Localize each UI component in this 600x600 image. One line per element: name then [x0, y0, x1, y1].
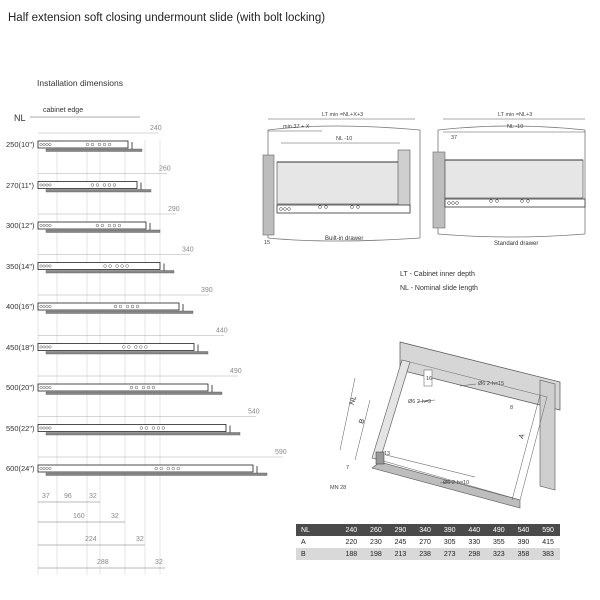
bottom-dimension-label: 37 — [42, 493, 50, 500]
table-cell: 298 — [461, 548, 487, 560]
table-cell: 220 — [339, 536, 364, 548]
slide-length-label: 240 — [150, 125, 162, 132]
slide-size-label: 270(11") — [6, 180, 34, 190]
bottom-dimension-label: 32 — [136, 536, 144, 543]
iso-8-label: 8 — [510, 405, 514, 411]
page-title: Half extension soft closing undermount s… — [8, 12, 326, 24]
bottom-dimension-label: 160 — [73, 513, 85, 520]
standard-top-dim: LT min =NL+3 — [498, 112, 533, 118]
table-cell: B — [296, 548, 339, 560]
slide-size-label: 550(22") — [6, 423, 35, 433]
bottom-dimension-label: 32 — [155, 559, 163, 566]
table-cell: 305 — [437, 536, 462, 548]
note-lt: LT - Cabinet inner depth — [400, 271, 475, 278]
standard-left-dim: 37 — [451, 135, 458, 141]
table-cell: 260 — [363, 524, 389, 536]
iso-hole1-label: Ø6 2-h=15 — [478, 381, 505, 387]
slide-body — [37, 424, 227, 432]
iso-mn-label: MN 28 — [330, 485, 347, 491]
slide-length-label: 390 — [201, 287, 213, 294]
slide-size-label: 450(18") — [6, 342, 35, 352]
standard-nl-dim: NL -10 — [507, 124, 524, 130]
cabinet-edge-label: cabinet edge — [43, 107, 84, 114]
slide-length-label: 290 — [168, 206, 180, 213]
table-cell: 390 — [437, 524, 462, 536]
table-cell: 383 — [535, 548, 561, 560]
table-cell: 330 — [461, 536, 487, 548]
slide-length-label: 490 — [230, 368, 242, 375]
table-cell: 440 — [461, 524, 487, 536]
slide-size-label: 500(20") — [6, 383, 35, 392]
table-cell: 290 — [388, 524, 413, 536]
slide-body — [37, 221, 147, 230]
slide-body — [37, 383, 209, 392]
builtin-caption: Built-in drawer — [325, 236, 364, 242]
iso-7-label: 7 — [346, 465, 350, 471]
builtin-nl-dim: NL -10 — [336, 136, 353, 142]
bottom-dimension-label: 32 — [89, 493, 97, 500]
table-cell: 540 — [511, 524, 536, 536]
table-cell: A — [296, 536, 339, 548]
slide-body — [37, 140, 129, 149]
table-cell: 238 — [412, 548, 438, 560]
table-cell: 323 — [486, 548, 512, 560]
slide-size-label: 350(14") — [6, 261, 35, 271]
slide-body — [37, 343, 195, 351]
slide-size-label: 400(16") — [6, 302, 35, 311]
table-cell: 240 — [339, 524, 364, 536]
iso-13-label: 13 — [384, 451, 391, 457]
slide-length-label: 540 — [248, 409, 260, 416]
slide-body — [37, 181, 138, 189]
slide-length-label: 340 — [182, 247, 194, 254]
table-cell: 390 — [511, 536, 536, 548]
standard-caption: Standard drawer — [494, 241, 539, 247]
slide-body — [37, 464, 254, 473]
bottom-dimension-label: 288 — [97, 559, 109, 566]
table-cell: 340 — [412, 524, 438, 536]
table-cell: 358 — [511, 548, 536, 560]
builtin-top-dim: LT min =NL+X+3 — [322, 112, 364, 118]
slide-length-label: 440 — [216, 328, 228, 335]
bottom-dimension-label: 224 — [85, 536, 97, 543]
table-cell: 273 — [437, 548, 462, 560]
table-cell: 213 — [388, 548, 413, 560]
bottom-dimension-label: 96 — [64, 493, 72, 500]
iso-hole2-label: Ø6 2-h=9 — [408, 399, 432, 405]
nl-label: NL — [14, 113, 26, 123]
table-cell: 230 — [363, 536, 389, 548]
iso-hole3-label: Ø6 2-h=10 — [443, 480, 470, 486]
slide-body — [37, 302, 180, 311]
table-cell: 355 — [486, 536, 512, 548]
slide-size-label: 300(12") — [6, 221, 35, 230]
table-cell: 245 — [388, 536, 413, 548]
bottom-dimension-label: 32 — [111, 513, 119, 520]
table-cell: 198 — [363, 548, 389, 560]
slide-size-label: 250(10") — [6, 140, 35, 149]
table-cell: NL — [296, 524, 339, 536]
table-cell: 490 — [486, 524, 512, 536]
slide-size-label: 600(24") — [6, 464, 35, 473]
builtin-min-dim: min 37 + X — [283, 124, 310, 130]
slide-length-label: 590 — [275, 449, 287, 456]
builtin-side-dim: 15 — [264, 240, 271, 246]
table-cell: 590 — [535, 524, 561, 536]
slide-length-label: 260 — [159, 166, 171, 173]
installation-subtitle: Installation dimensions — [37, 78, 123, 88]
slide-body — [37, 262, 161, 270]
table-cell: 188 — [339, 548, 364, 560]
note-nl: NL - Nominal slide length — [400, 285, 478, 292]
table-cell: 415 — [535, 536, 561, 548]
table-cell: 270 — [412, 536, 438, 548]
iso-16-label: 16 — [426, 376, 433, 382]
